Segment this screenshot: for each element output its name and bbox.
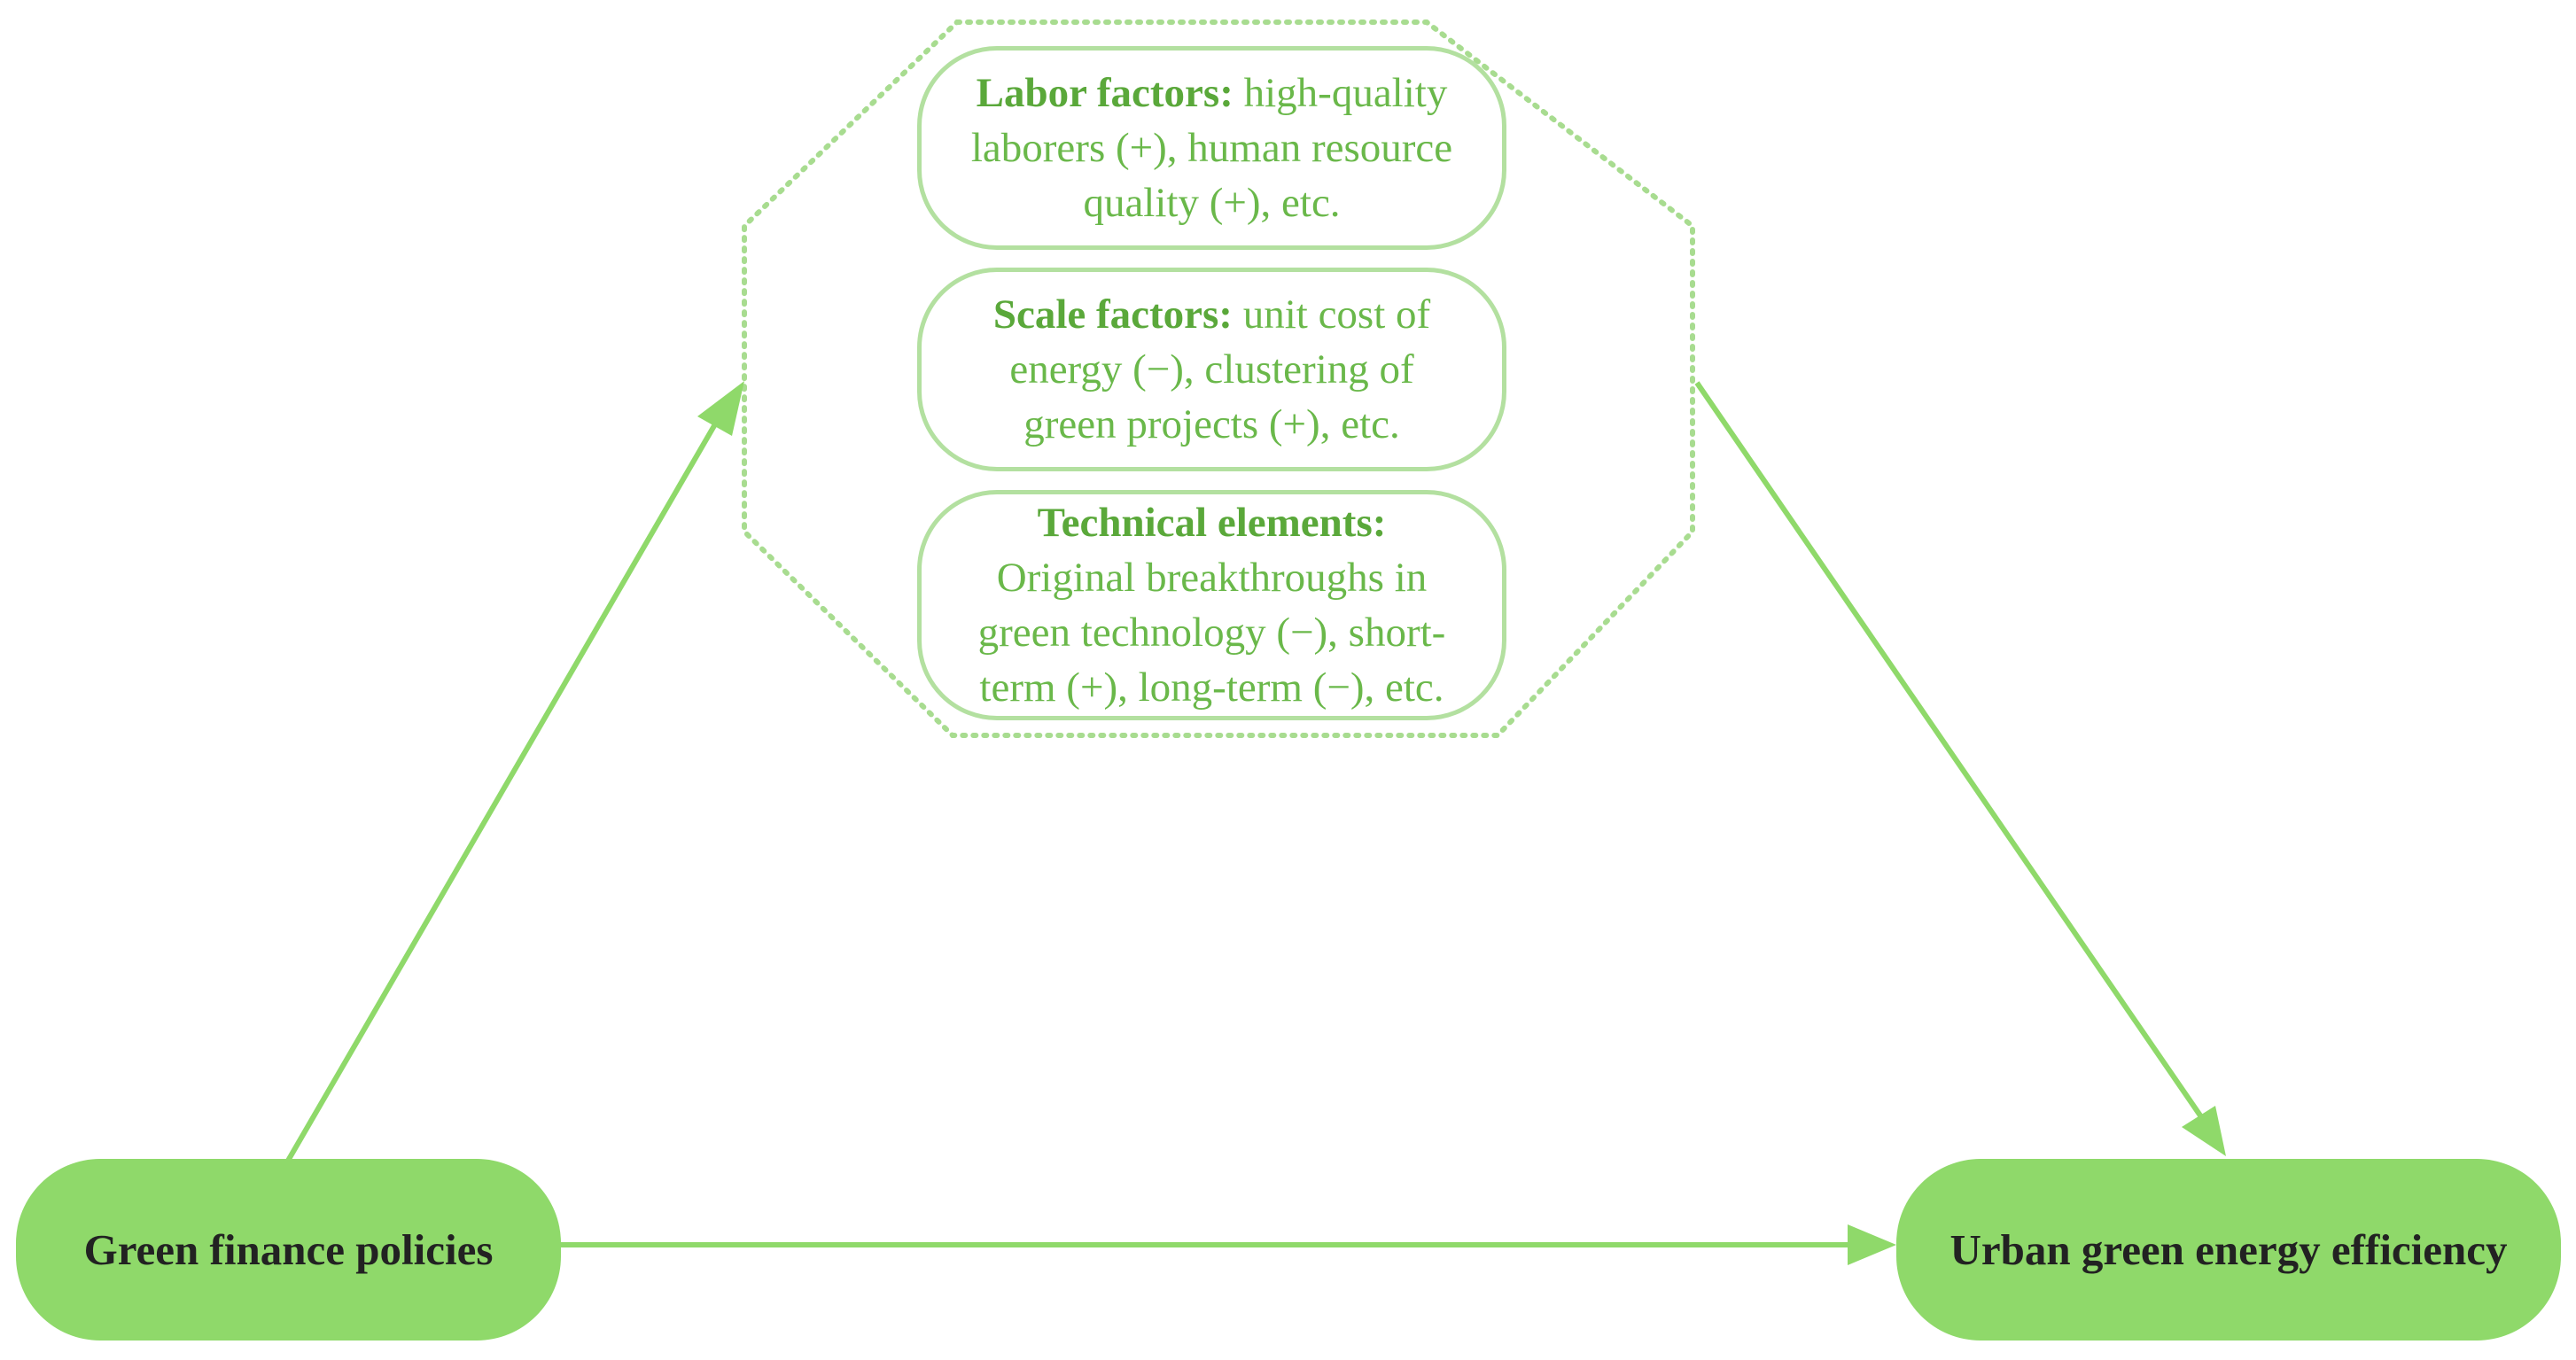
- labor-factors-line1: high-quality: [1243, 70, 1448, 116]
- mediator-octagon: [742, 19, 1695, 738]
- scale-factors-line1: unit cost of: [1242, 291, 1431, 338]
- scale-factors-title: Scale factors:: [992, 291, 1233, 338]
- target-node-label: Urban green energy efficiency: [1950, 1225, 2508, 1274]
- scale-factors-text: Scale factors: unit cost of energy (−), …: [993, 287, 1430, 452]
- urban-green-energy-efficiency-node: Urban green energy efficiency: [1896, 1159, 2561, 1341]
- labor-factors-text: Labor factors: high-quality laborers (+)…: [971, 66, 1452, 230]
- arrowhead-direct-icon: [1848, 1224, 1896, 1265]
- labor-factors-box: Labor factors: high-quality laborers (+)…: [917, 46, 1506, 250]
- arrowhead-target-icon: [2182, 1106, 2226, 1156]
- technical-elements-line3: term (+), long-term (−), etc.: [979, 664, 1444, 711]
- technical-elements-text: Technical elements: Original breakthroug…: [978, 495, 1446, 715]
- green-finance-policies-node: Green finance policies: [16, 1159, 561, 1341]
- scale-factors-box: Scale factors: unit cost of energy (−), …: [917, 268, 1506, 471]
- labor-factors-line2: laborers (+), human resource: [970, 125, 1453, 171]
- technical-elements-line2: green technology (−), short-: [977, 610, 1446, 656]
- source-node-label: Green finance policies: [83, 1225, 494, 1274]
- arrow-mediator-to-target: [1694, 381, 2205, 1120]
- technical-elements-box: Technical elements: Original breakthroug…: [917, 490, 1506, 720]
- technical-elements-title: Technical elements:: [1037, 500, 1387, 546]
- labor-factors-title: Labor factors:: [976, 70, 1234, 116]
- labor-factors-line3: quality (+), etc.: [1083, 180, 1341, 226]
- arrow-source-to-mediator: [285, 410, 725, 1162]
- scale-factors-line2: energy (−), clustering of: [1009, 346, 1414, 392]
- technical-elements-line1: Original breakthroughs in: [996, 555, 1428, 601]
- arrowhead-mediator-icon: [697, 381, 744, 436]
- scale-factors-line3: green projects (+), etc.: [1023, 401, 1400, 447]
